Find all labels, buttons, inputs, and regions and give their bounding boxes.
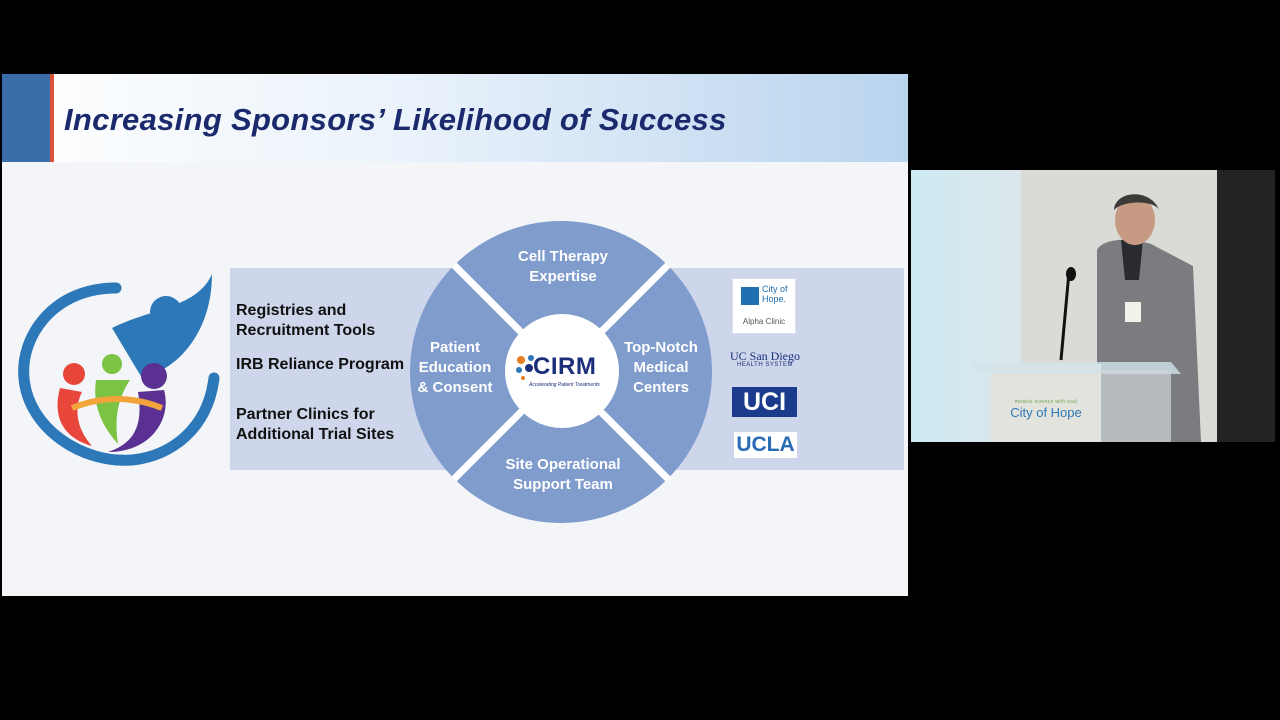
segment-medical-centers: Top-Notch Medical Centers bbox=[624, 339, 698, 396]
patient-logo bbox=[12, 268, 222, 468]
coh-name: City of Hope. bbox=[762, 284, 788, 304]
bullet-partner-clinics: Partner Clinics for Additional Trial Sit… bbox=[236, 406, 395, 443]
bullet-irb-reliance: IRB Reliance Program bbox=[236, 356, 405, 373]
city-of-hope-logo: City of Hope. Alpha Clinic bbox=[732, 278, 796, 334]
podium-logo-text: City of Hope bbox=[1010, 405, 1082, 420]
ucsd-logo: UC San Diego HEALTH SYSTEM bbox=[730, 349, 800, 368]
uci-logo: UCI bbox=[732, 387, 797, 417]
coh-subtitle: Alpha Clinic bbox=[742, 317, 786, 326]
segment-site-support: Site Operational Support Team bbox=[505, 456, 621, 493]
cirm-wordmark: CIRM bbox=[533, 353, 597, 380]
presenter-video: miracle science with soul City of Hope bbox=[911, 170, 1275, 442]
segment-cell-therapy: Cell Therapy Expertise bbox=[517, 248, 609, 285]
title-bar: Increasing Sponsors’ Likelihood of Succe… bbox=[2, 74, 908, 162]
city-of-hope-icon bbox=[741, 287, 759, 305]
ucla-logo: UCLA bbox=[734, 432, 797, 458]
presenter-scene bbox=[971, 170, 1275, 442]
cirm-logo: CIRM Accelerating Patient Treatments bbox=[505, 314, 619, 428]
podium-sign: miracle science with soul City of Hope bbox=[1004, 399, 1088, 420]
presentation-slide: Increasing Sponsors’ Likelihood of Succe… bbox=[2, 74, 908, 596]
title-accent-block bbox=[2, 74, 54, 162]
segment-patient-education: Patient Education & Consent bbox=[417, 339, 493, 396]
slide-title: Increasing Sponsors’ Likelihood of Succe… bbox=[64, 102, 727, 137]
cirm-tagline: Accelerating Patient Treatments bbox=[529, 382, 600, 388]
bullet-registries: Registries and Recruitment Tools bbox=[236, 302, 376, 339]
cirm-dots-icon bbox=[516, 355, 534, 380]
